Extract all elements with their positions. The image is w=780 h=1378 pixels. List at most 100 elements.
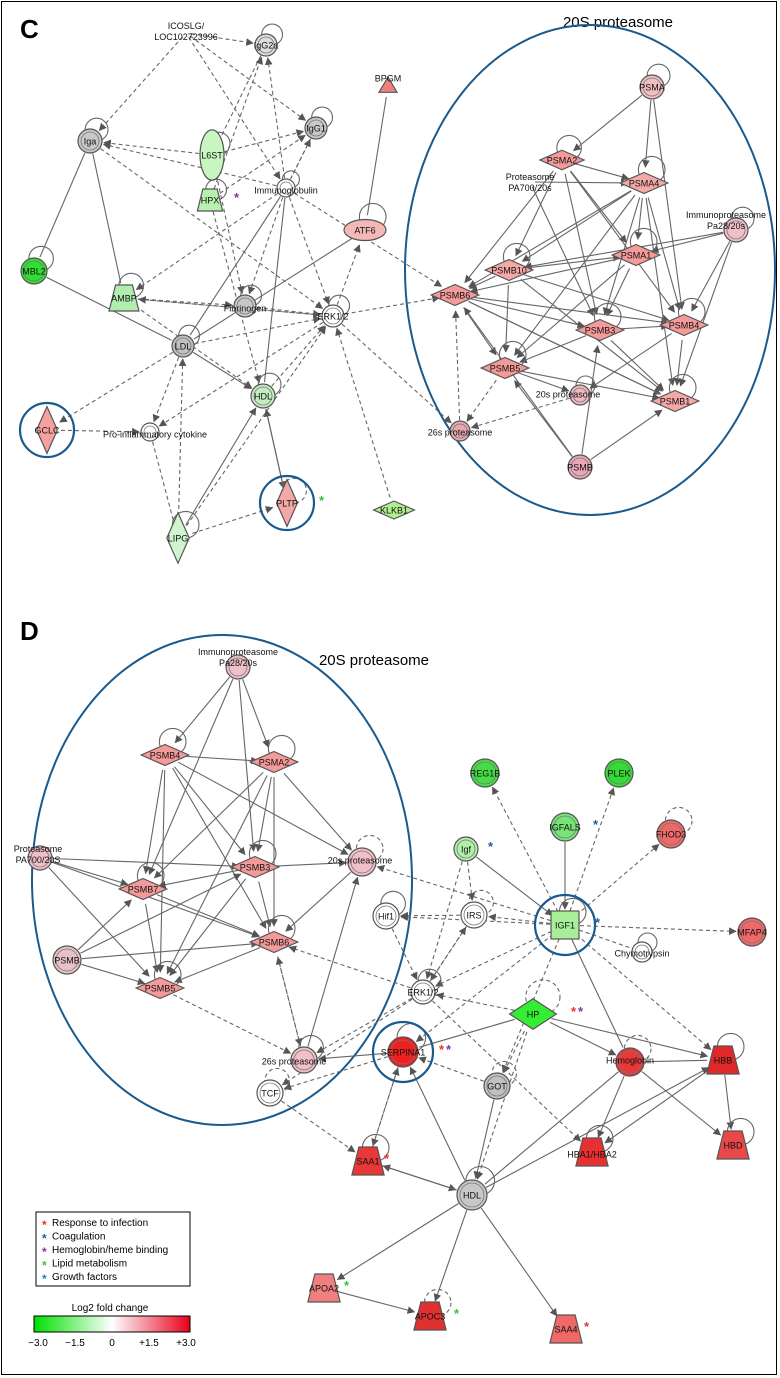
node-got-panel-d[interactable]: GOT [483,1072,511,1100]
node-fhod3-panel-d[interactable]: FHOD3 [656,819,687,849]
node-20s-panel-c[interactable]: 20s proteasome [536,384,601,406]
node-ldl-panel-c[interactable]: LDL [171,334,195,358]
node-psmb1-panel-c[interactable]: PSMB1 [649,389,701,413]
node-serpina1-panel-d[interactable]: SERPINA1 [381,1036,426,1068]
node-label: 20s proteasome [328,856,393,866]
node-psmb4-panel-d[interactable]: PSMB4 [139,743,191,767]
edge [452,310,461,421]
edge [307,876,360,1047]
edge [514,380,573,457]
node-proinfl-panel-c[interactable]: Pro-inflammatory cytokine [103,422,207,442]
node-label: HBB [714,1056,733,1066]
node-hemoglobin-panel-d[interactable]: Hemoglobin [606,1047,654,1077]
node-mbl2-panel-c[interactable]: MBL2 [20,257,48,285]
node-igfals-panel-d[interactable]: IGFALS [549,812,581,842]
node-icoslg-panel-c[interactable]: ICOSLG/LOC102723996 [154,21,218,42]
node-chymo-panel-d[interactable]: Chymotrypsin [614,941,670,963]
edge [573,94,643,152]
node-igf-panel-d[interactable]: Igf [453,836,479,862]
category-star: * [595,915,601,930]
node-psmb-panel-d[interactable]: PSMB [52,945,82,975]
node-26s-panel-c[interactable]: 26s proteasome [428,420,493,442]
node-saa1-panel-d[interactable]: SAA1 [351,1146,385,1176]
edge [519,335,587,364]
node-mfap4-panel-d[interactable]: MFAP4 [737,917,767,947]
node-reg1b-panel-d[interactable]: REG1B [470,758,501,788]
node-hpx-panel-c[interactable]: HPX [196,188,224,212]
edge [382,1164,457,1191]
node-psmb-panel-c[interactable]: PSMB [567,454,593,480]
category-star: * [234,190,240,205]
node-psma1-panel-c[interactable]: PSMA1 [610,243,662,267]
node-psmb5-panel-d[interactable]: PSMB5 [134,976,186,1000]
node-hif1-panel-d[interactable]: Hif1 [372,902,400,930]
edge [641,1070,722,1136]
node-psmb6-panel-c[interactable]: PSMB6 [429,283,481,307]
node-fibrinogen-panel-c[interactable]: Fibrinogen [224,294,267,318]
node-hbd-panel-d[interactable]: HBD [716,1130,750,1160]
node-psma2-panel-c[interactable]: PSMA2 [538,149,586,171]
node-psma-panel-c[interactable]: PSMA [639,74,665,100]
node-hdl-panel-d[interactable]: HDL [456,1179,488,1211]
node-label: Immunoglobulin [254,186,318,196]
node-label: 20s proteasome [536,390,601,400]
legend-item-label: Lipid metabolism [52,1259,127,1270]
node-hp-panel-d[interactable]: HP [508,997,558,1031]
edge [256,306,321,318]
legend-star: * [42,1232,47,1246]
node-26s-panel-d[interactable]: 26s proteasome [262,1046,327,1074]
node-psmb7-panel-d[interactable]: PSMB7 [117,877,169,901]
node-irs-panel-d[interactable]: IRS [460,901,488,929]
node-hbb-panel-d[interactable]: HBB [706,1045,740,1075]
node-iga-panel-c[interactable]: Iga [77,128,103,154]
node-apoa2-panel-d[interactable]: APOA2 [307,1273,341,1303]
category-star: * [593,817,599,832]
node-saa4-panel-d[interactable]: SAA4 [549,1314,583,1344]
node-20s-panel-d[interactable]: 20s proteasome [328,847,393,877]
edge [103,139,200,155]
category-star: * [319,493,325,508]
node-klkb1-panel-c[interactable]: KLKB1 [372,500,416,520]
node-bpgm-panel-c[interactable]: BPGM [375,74,402,93]
node-label: Chymotrypsin [614,949,669,959]
node-label: SAA4 [554,1325,577,1335]
node-psmb3-panel-d[interactable]: PSMB3 [229,855,281,879]
edge [335,327,391,498]
node-erk12-panel-d[interactable]: ERK1/2 [407,979,439,1005]
node-lipg-panel-c[interactable]: LIPG [166,511,190,565]
node-atf6-panel-c[interactable]: ATF6 [343,218,387,242]
node-psmb6-panel-d[interactable]: PSMB6 [248,930,300,954]
node-ambp-panel-c[interactable]: AMBP [108,284,140,312]
node-igg2a-panel-c[interactable]: IgG2a [254,33,279,57]
node-plek-panel-d[interactable]: PLEK [604,758,634,788]
edge [409,1066,466,1181]
node-igg1-panel-c[interactable]: IgG1 [304,116,328,140]
edge [102,142,277,187]
node-hba-panel-d[interactable]: HBA1/HBA2 [567,1137,617,1167]
node-label: 26s proteasome [262,1057,327,1067]
node-immunoglobulin-panel-c[interactable]: Immunoglobulin [254,178,318,198]
node-erk12-panel-c[interactable]: ERK1/2 [317,304,349,328]
node-l6st-panel-c[interactable]: L6ST [199,129,225,181]
node-gclc-panel-c[interactable]: GCLC [34,405,60,455]
edge [173,766,246,856]
node-label: KLKB1 [380,506,408,516]
edge [475,1031,528,1180]
node-psma2-panel-d[interactable]: PSMA2 [248,750,300,774]
node-hdl-panel-c[interactable]: HDL [250,383,276,409]
node-psmb10-panel-c[interactable]: PSMB10 [483,258,535,282]
node-igf1-panel-d[interactable]: IGF1 [550,910,580,940]
node-psma4-panel-c[interactable]: PSMA4 [618,171,670,195]
node-psmb3-panel-c[interactable]: PSMB3 [574,318,626,342]
node-tcf-panel-d[interactable]: TCF [256,1079,284,1107]
node-pltp-panel-c[interactable]: PLTP [275,478,299,528]
node-psmb4-panel-c[interactable]: PSMB4 [658,313,710,337]
node-psmb5-panel-c[interactable]: PSMB5 [479,356,531,380]
node-apoc3-panel-d[interactable]: APOC3 [413,1301,447,1331]
